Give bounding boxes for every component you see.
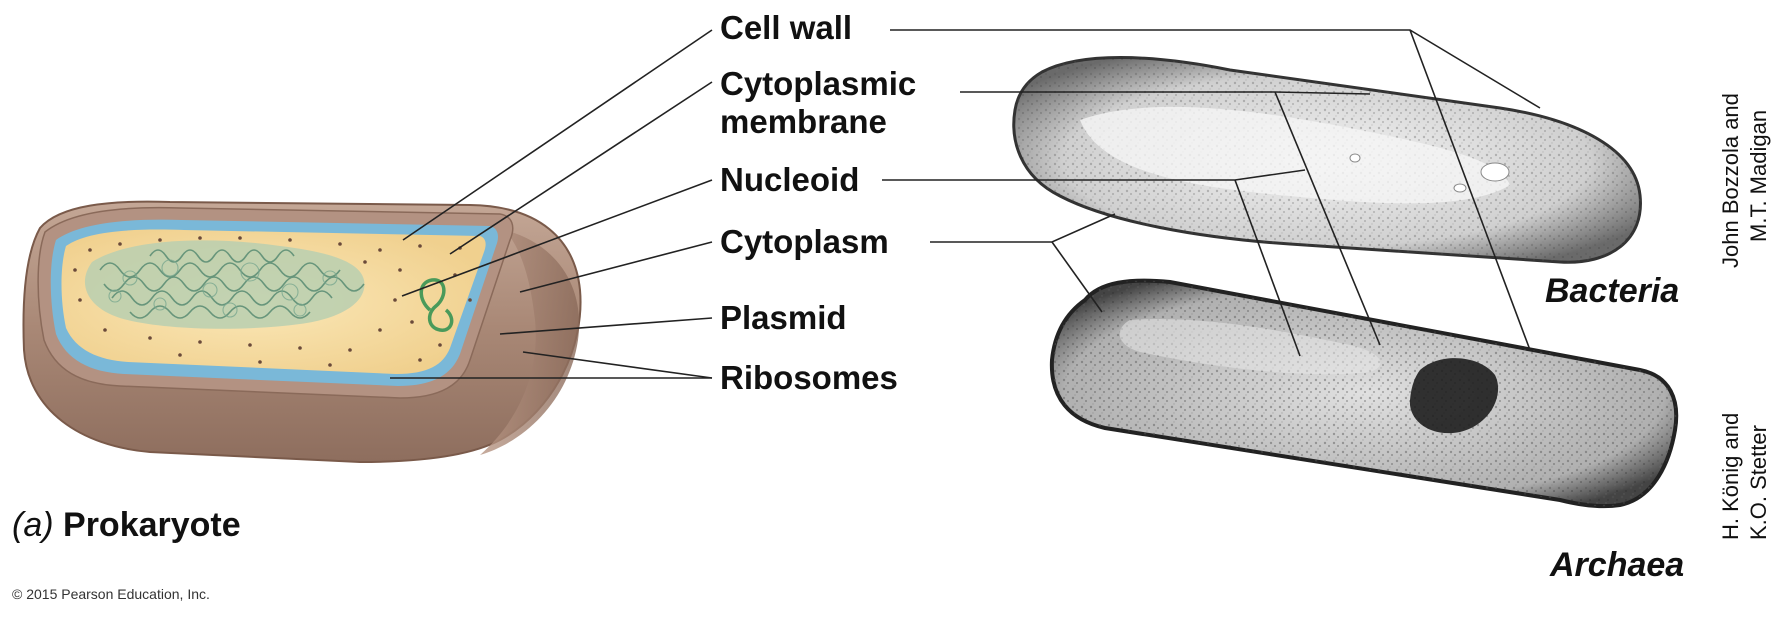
figure-caption: (a) Prokaryote	[12, 506, 241, 545]
membrane-leader	[449, 81, 713, 255]
label-ribosomes: Ribosomes	[720, 359, 898, 396]
leader-lines	[390, 29, 1541, 379]
prokaryote-cell	[22, 200, 582, 464]
plasmid-loop	[419, 278, 454, 332]
caption-part: (a)	[12, 506, 54, 544]
membrane-leader-right2	[1274, 91, 1381, 346]
credit-bacteria-1: John Bozzola and	[1718, 93, 1743, 268]
credit-bacteria-2: M.T. Madigan	[1746, 109, 1771, 242]
nucleoid-blob	[84, 240, 365, 329]
plasmid-leader	[499, 317, 713, 335]
credit-archaea-2: K.O. Stetter	[1746, 425, 1771, 540]
nucleoid-leader-right2	[1234, 179, 1301, 357]
label-cytoplasmic-membrane-1: Cytoplasmic	[720, 65, 917, 102]
credit-archaea-1: H. König and	[1718, 412, 1743, 540]
label-plasmid: Plasmid	[720, 299, 847, 336]
nucleoid-leader	[401, 179, 713, 297]
label-cell-wall: Cell wall	[720, 9, 853, 46]
label-cytoplasm: Cytoplasm	[720, 223, 889, 260]
label-bacteria: Bacteria	[1545, 272, 1680, 310]
cell-cap	[480, 230, 580, 455]
label-archaea: Archaea	[1550, 546, 1685, 584]
cell-wall-leader-right2	[1409, 29, 1531, 351]
cytoplasm-leader-right2	[1051, 241, 1103, 313]
ribosomes-leader2	[522, 351, 713, 379]
cytoplasm-leader	[519, 241, 713, 293]
bacteria-micrograph	[1012, 56, 1642, 264]
cytoplasm-leader-right	[930, 213, 1116, 243]
archaea-micrograph	[1049, 278, 1679, 509]
label-nucleoid: Nucleoid	[720, 161, 860, 198]
caption-title: Prokaryote	[63, 506, 241, 544]
ribosome-dots	[73, 236, 472, 367]
copyright-notice: © 2015 Pearson Education, Inc.	[12, 586, 210, 602]
cell-wall-leader	[402, 29, 713, 241]
label-cytoplasmic-membrane-2: membrane	[720, 103, 887, 140]
